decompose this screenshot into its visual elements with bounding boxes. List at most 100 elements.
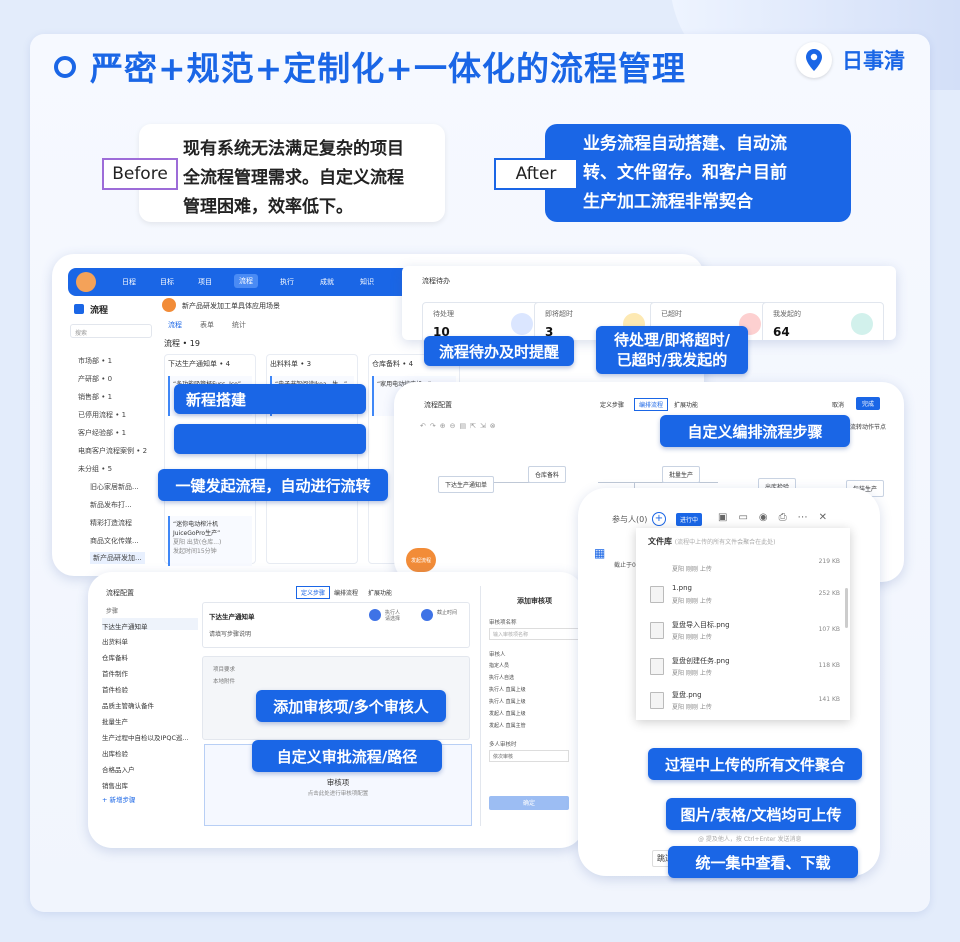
sidebar-item-customer[interactable]: 客户经验部 • 1 [78,429,127,437]
sidebar-item-sales[interactable]: 销售部 • 1 [78,393,113,401]
step-item[interactable]: 合格品入户 [102,766,135,774]
sidebar-item-ecommerce[interactable]: 电商客户流程案例 • 2 [78,447,148,455]
callout-unified-view: 统一集中查看、下载 [668,846,858,878]
add-review-dialog: 添加审核项 审核项名称 输入审核项名称 审核人 指定人员 执行人自选 执行人 直… [480,586,584,826]
deadline-icon [421,609,433,621]
callout-one-click: 一键发起流程，自动进行流转 [158,469,388,501]
step-item[interactable]: 仓库备料 [102,654,128,662]
sub-item-3[interactable]: 精彩打造流程 [90,519,132,527]
nav-execute[interactable]: 执行 [280,278,294,286]
sidebar-item-rd[interactable]: 产研部 • 0 [78,375,113,383]
status-badge[interactable]: 进行中 [676,513,703,526]
file-item[interactable]: 复盘创建任务.png 夏阳 刚刚 上传 118 KB [650,654,840,684]
step-detail-card: 下达生产通知单 请填写步骤说明 执行人 请选择 截止时间 [202,602,470,648]
sidebar-item-ungrouped[interactable]: 未分组 • 5 [78,465,113,473]
file-item[interactable]: 复盘.png 夏阳 刚刚 上传 141 KB [650,688,840,718]
column-header: 仓库备料 • 4 [372,360,414,368]
editor-toolbar-icons[interactable]: ↶↷⊕⊖▤⇱⇲⊗ [420,422,500,430]
step-item[interactable]: 销售出库 [102,782,128,790]
step-item[interactable]: 出库检验 [102,750,128,758]
title-bullet-icon [54,56,76,78]
tab-form[interactable]: 表单 [200,321,214,329]
tab-process[interactable]: 流程 [168,321,182,329]
step-item[interactable]: 生产过程中自检以及IPQC巡... [102,734,189,742]
toolbar-icons[interactable]: ▣▭◉⎙⋯✕ [718,512,839,523]
confirm-button[interactable]: 确定 [489,796,569,810]
scrollbar[interactable] [845,588,848,628]
step-item[interactable]: 首件检验 [102,686,128,694]
after-line-3: 生产加工流程非常契合 [583,192,753,212]
config-tab-extend[interactable]: 扩展功能 [368,590,393,597]
review-name-label: 审核项名称 [489,620,517,626]
done-button[interactable]: 完成 [856,397,881,410]
executor-value[interactable]: 请选择 [385,616,401,622]
todo-title: 流程待办 [422,277,450,285]
node-stock[interactable]: 仓库备料 [528,466,567,483]
reviewer-option[interactable]: 执行人 直属上级 [489,687,526,693]
sidebar-item-disabled[interactable]: 已停用流程 • 1 [78,411,127,419]
file-item[interactable]: 复盘导入目标.png 夏阳 刚刚 上传 107 KB [650,618,840,648]
reviewer-option[interactable]: 发起人 直属主管 [489,723,526,729]
process-header: 新产品研发加工单具体应用场景 [182,302,280,310]
stat-initiated[interactable]: 我发起的 64 [762,302,884,340]
step-item[interactable]: 出货料单 [102,638,128,646]
nav-knowledge[interactable]: 知识 [360,278,374,286]
tab-extend[interactable]: 扩展功能 [674,402,699,409]
sidebar-search[interactable]: 搜索 [70,324,152,338]
step-item[interactable]: 批量生产 [102,718,128,726]
multi-review-select[interactable]: 依次审核 [489,750,569,762]
cancel-button[interactable]: 取消 [832,402,845,409]
file-item[interactable]: 1.png 夏阳 刚刚 上传 252 KB [650,582,840,612]
sub-item-2[interactable]: 新品发布打... [90,501,132,509]
nav-process[interactable]: 流程 [234,274,258,288]
calendar-icon: ▦ [594,546,606,560]
sub-item-4[interactable]: 商品文化传媒... [90,537,139,545]
sidebar-item-market[interactable]: 市场部 • 1 [78,357,113,365]
reviewer-option[interactable]: 指定人员 [489,663,510,669]
callout-line: 待处理/即将超时/ [614,331,730,349]
reviewer-option[interactable]: 执行人 直属上级 [489,699,526,705]
kanban-card-bottom[interactable]: “迷你电动榨汁机JuiceGoPro生产” 夏阳 出货(仓库...) 发起时间1… [168,516,252,566]
node-action[interactable]: 流转动作节点 [850,424,887,431]
tab-stats[interactable]: 统计 [232,321,246,329]
stat-label: 我发起的 [773,310,801,318]
image-file-icon [650,692,664,709]
brand-name: 日事清 [842,49,905,73]
reviewer-option[interactable]: 发起人 直属上级 [489,711,526,717]
callout-new-process: 新程搭建 [174,384,366,414]
add-step-button[interactable]: + 新增步骤 [102,796,136,804]
nav-projects[interactable]: 项目 [198,278,212,286]
before-line-2: 全流程管理需求。自定义流程 [183,168,404,188]
stat-label: 已超时 [661,310,682,318]
callout-file-types: 图片/表格/文档均可上传 [666,798,856,830]
step-item[interactable]: 品质主管确认备件 [102,702,154,710]
file-item[interactable]: 夏阳 刚刚 上传 219 KB [672,558,840,573]
user-icon [851,313,873,335]
start-flow-button[interactable]: 发起流程 [406,548,436,572]
nav-schedule[interactable]: 日程 [122,278,136,286]
avatar[interactable] [76,272,96,292]
flow-connector [598,482,718,483]
add-participant-icon[interactable]: + [652,512,666,526]
reviewer-option[interactable]: 执行人自选 [489,675,515,681]
step-item[interactable]: 首件制作 [102,670,128,678]
before-description: 现有系统无法满足复杂的项目 全流程管理需求。自定义流程 管理困难，效率低下。 [139,124,445,222]
sub-item-5[interactable]: 新产品研发加... [90,552,145,564]
config-tab-arrange[interactable]: 编排流程 [334,590,359,597]
image-file-icon [650,586,664,603]
review-name-input[interactable]: 输入审核项名称 [489,628,581,640]
node-mass-produce[interactable]: 批量生产 [662,466,701,483]
requirement-attach[interactable]: 本地附件 [213,679,236,685]
config-tab-define[interactable]: 定义步骤 [296,586,331,599]
callout-blank-bar [174,424,366,454]
review-label: 审核项 [326,778,350,787]
nav-achievement[interactable]: 成就 [320,278,334,286]
node-notice[interactable]: 下达生产通知单 [438,476,495,493]
stat-pending[interactable]: 待处理 10 [422,302,544,340]
deadline-label: 截止时间 [437,610,458,616]
tab-define-steps[interactable]: 定义步骤 [600,402,625,409]
tab-arrange[interactable]: 编排流程 [634,398,669,411]
sub-item-1[interactable]: 旧心家居新品... [90,483,139,491]
step-item[interactable]: 下达生产通知单 [102,623,148,631]
nav-goals[interactable]: 目标 [160,278,174,286]
